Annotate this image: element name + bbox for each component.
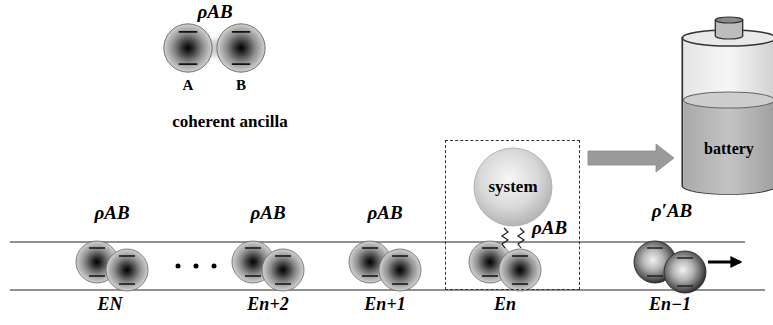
energy-label: En+1 xyxy=(364,294,405,315)
transfer-arrow xyxy=(588,144,674,172)
system-circle-fill xyxy=(474,148,552,226)
qubit-sphere xyxy=(217,24,265,72)
density-matrix-label: ρAB xyxy=(367,202,402,224)
energy-label: En xyxy=(494,294,516,315)
interaction-region: ρAB system xyxy=(445,140,580,290)
battery-terminal-top xyxy=(715,17,742,23)
ellipsis-dot xyxy=(194,264,199,269)
battery-cylinder: battery xyxy=(680,14,773,198)
qubit-sphere-out xyxy=(664,251,706,293)
density-matrix-label: ρAB xyxy=(250,202,285,224)
density-matrix-label: ρAB xyxy=(94,202,129,224)
ellipsis-dot xyxy=(212,264,217,269)
subsystem-label: A xyxy=(183,77,194,94)
subsystem-label: B xyxy=(236,77,246,94)
interaction-squiggle xyxy=(518,228,524,248)
system-circle: system xyxy=(473,147,553,227)
density-matrix-label: ρAB xyxy=(197,1,232,23)
qubit-sphere xyxy=(164,24,212,72)
energy-label: En−1 xyxy=(649,294,691,315)
node-text: system xyxy=(488,177,537,197)
node-text: battery xyxy=(680,140,773,158)
energy-label: EN xyxy=(97,294,122,315)
ancilla-caption: coherent ancilla xyxy=(172,112,287,132)
ellipsis-dot xyxy=(176,264,181,269)
qubit-sphere xyxy=(379,249,421,291)
qubit-sphere xyxy=(106,249,148,291)
motion-arrow xyxy=(708,261,740,264)
density-matrix-label: ρ′AB xyxy=(652,200,692,222)
battery-body xyxy=(682,38,773,194)
node-text: ρAB xyxy=(532,217,567,239)
interaction-squiggle xyxy=(502,228,508,248)
battery-outline xyxy=(680,14,773,198)
qubit-sphere xyxy=(499,249,541,291)
energy-label: En+2 xyxy=(247,294,288,315)
qubit-sphere xyxy=(262,249,304,291)
battery-charge-top xyxy=(683,92,773,108)
